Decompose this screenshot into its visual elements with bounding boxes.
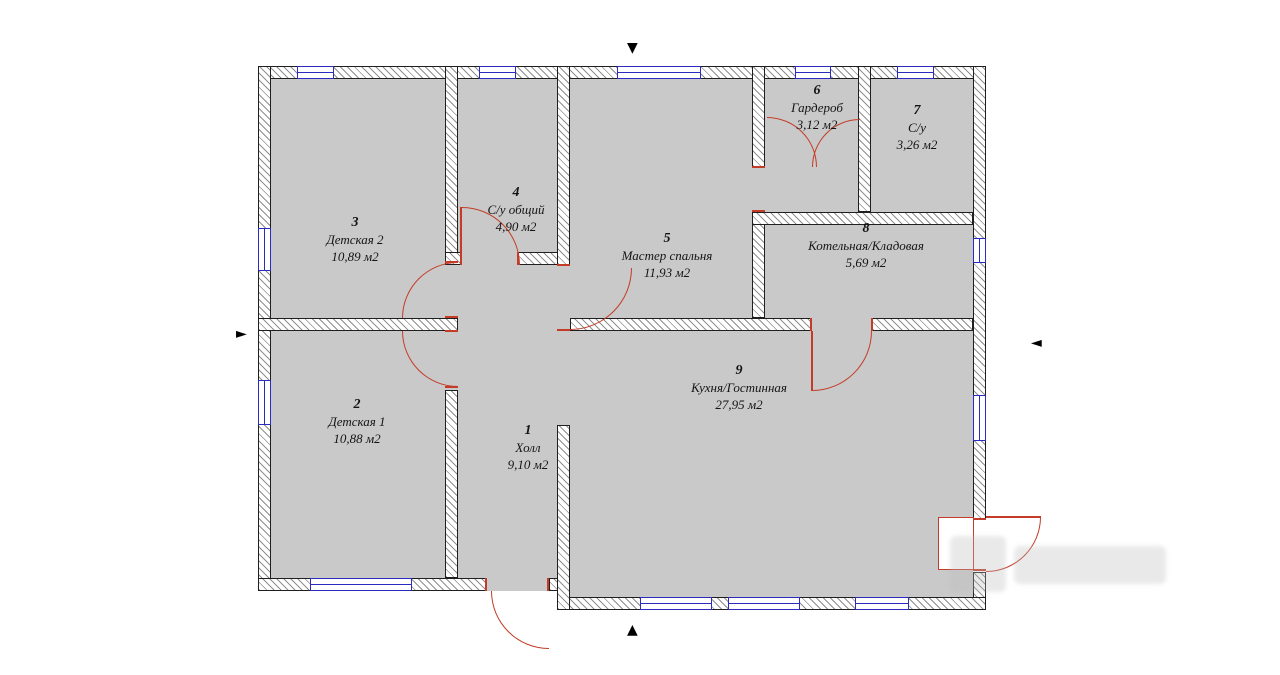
door-leaf-terrace — [986, 516, 1041, 518]
window — [310, 578, 412, 591]
window — [973, 395, 986, 441]
room-name: С/у общий — [487, 202, 545, 218]
room-number: 2 — [353, 397, 361, 412]
wall-children-right-lower — [445, 390, 458, 578]
direction-marker-bottom-icon: ▲ — [627, 622, 638, 638]
room-name: Котельная/Кладовая — [808, 238, 924, 254]
room-area: 3,12 м2 — [796, 117, 838, 133]
window — [728, 597, 800, 610]
room-label-wardrobe: 6 Гардероб 3,12 м2 — [757, 82, 877, 134]
window — [795, 66, 831, 79]
window — [297, 66, 334, 79]
door-jamb — [557, 264, 570, 266]
room-area: 9,10 м2 — [507, 457, 549, 473]
door-jamb — [973, 518, 986, 520]
window — [897, 66, 934, 79]
room-name: Детская 2 — [326, 232, 384, 248]
window — [855, 597, 909, 610]
window — [479, 66, 516, 79]
wall-main-horizontal-a — [570, 318, 812, 331]
room-name: Кухня/Гостинная — [691, 380, 787, 396]
room-number: 8 — [862, 221, 870, 236]
direction-marker-left-icon: ► — [236, 326, 247, 342]
room-area: 10,88 м2 — [333, 431, 381, 447]
door-jamb — [557, 329, 570, 331]
window — [617, 66, 701, 79]
wall-main-horizontal-b — [872, 318, 973, 331]
room-name: Гардероб — [791, 100, 843, 116]
watermark — [1014, 546, 1166, 584]
door-jamb — [547, 578, 549, 591]
room-label-shared-bath: 4 С/у общий 4,90 м2 — [456, 184, 576, 236]
direction-marker-top-icon: ▼ — [627, 40, 638, 56]
room-number: 1 — [524, 423, 532, 438]
room-label-master-bedroom: 5 Мастер спальня 11,93 м2 — [597, 230, 737, 282]
room-name: Холл — [515, 440, 541, 456]
direction-marker-right-icon: ◄ — [1031, 335, 1042, 351]
room-number: 4 — [512, 185, 520, 200]
door-leaf-kitchen — [811, 331, 813, 391]
room-name: Мастер спальня — [621, 248, 713, 264]
room-number: 5 — [663, 231, 671, 246]
watermark — [950, 536, 1006, 592]
room-area: 3,26 м2 — [896, 137, 938, 153]
wall-hall-kitchen — [557, 425, 570, 610]
door-jamb — [752, 166, 765, 168]
door-jamb — [445, 386, 458, 388]
wall-boiler-top — [752, 212, 973, 225]
door-jamb — [871, 318, 873, 331]
door-leaf-shared-bath — [460, 207, 462, 265]
window — [258, 228, 271, 271]
door-jamb — [485, 578, 487, 591]
room-label-children1: 2 Детская 1 10,88 м2 — [297, 396, 417, 448]
room-number: 3 — [351, 215, 359, 230]
room-area: 11,93 м2 — [643, 265, 691, 281]
room-area: 27,95 м2 — [715, 397, 763, 413]
door-jamb — [973, 569, 986, 571]
room-label-boiler: 8 Котельная/Кладовая 5,69 м2 — [786, 220, 946, 272]
room-number: 7 — [913, 103, 921, 118]
room-area: 5,69 м2 — [845, 255, 887, 271]
window — [640, 597, 712, 610]
room-area: 10,89 м2 — [331, 249, 379, 265]
door-jamb — [810, 318, 812, 331]
room-label-bath: 7 С/у 3,26 м2 — [857, 102, 977, 154]
room-name: Детская 1 — [328, 414, 386, 430]
door-recess — [938, 517, 974, 570]
room-number: 6 — [813, 83, 821, 98]
room-area: 4,90 м2 — [495, 219, 537, 235]
room-label-kitchen-living: 9 Кухня/Гостинная 27,95 м2 — [669, 362, 809, 414]
room-number: 9 — [735, 363, 743, 378]
window — [258, 380, 271, 425]
wall-bedroom-right-lower — [752, 212, 765, 318]
room-label-children2: 3 Детская 2 10,89 м2 — [295, 214, 415, 266]
room-name: С/у — [907, 120, 927, 136]
door-jamb — [752, 210, 765, 212]
window — [973, 238, 986, 263]
wall-children-divider — [258, 318, 458, 331]
room-label-hall: 1 Холл 9,10 м2 — [468, 422, 588, 474]
